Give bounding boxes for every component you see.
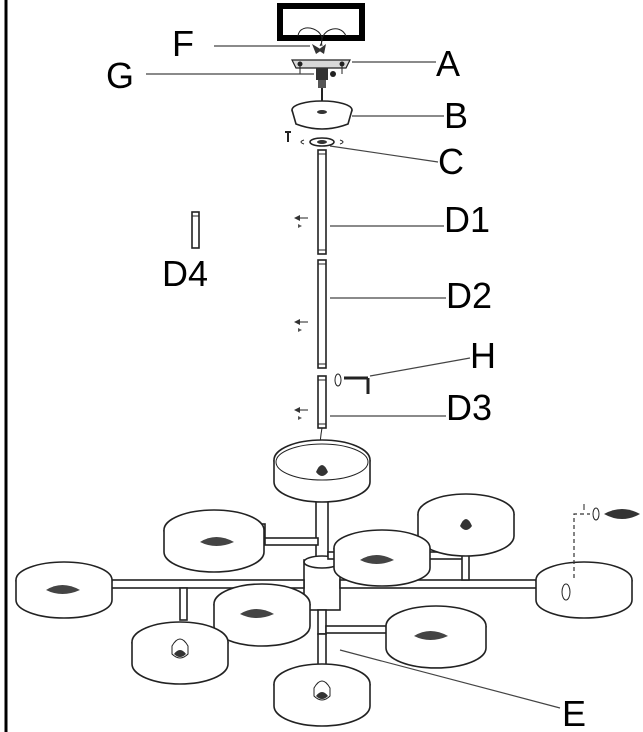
shade-bottom <box>273 663 371 727</box>
label-a: A <box>436 43 460 84</box>
shade-top <box>273 439 371 503</box>
screw-icon <box>294 319 308 332</box>
shade-mid-right <box>333 529 431 587</box>
label-d3: D3 <box>446 387 492 428</box>
screw-icon <box>294 215 308 228</box>
leader-lines <box>146 45 561 709</box>
shade-center-left <box>213 583 311 647</box>
label-d1: D1 <box>444 199 490 240</box>
shade-lower-right <box>385 605 487 669</box>
short-rod-part-d4 <box>191 211 200 249</box>
shade-far-right <box>535 561 633 619</box>
mounting-bracket-part-a <box>291 59 351 74</box>
rod-part-d1 <box>317 149 327 255</box>
bulb-detail <box>573 504 640 578</box>
shade-far-left <box>15 561 113 619</box>
label-d4: D4 <box>162 253 208 294</box>
canopy-part-b <box>291 100 353 130</box>
wire-connector-part-f <box>312 44 326 54</box>
label-b: B <box>444 95 468 136</box>
label-e: E <box>562 693 586 732</box>
label-h: H <box>470 335 496 376</box>
ceiling-box <box>277 3 365 47</box>
label-d2: D2 <box>446 275 492 316</box>
screw-icon <box>294 407 308 420</box>
label-f: F <box>172 23 194 64</box>
rod-part-d2 <box>317 259 327 369</box>
shade-lower-left <box>131 621 229 685</box>
canopy-ring-part-c <box>285 131 344 147</box>
label-c: C <box>438 141 464 182</box>
label-g: G <box>106 55 134 96</box>
shade-upper-right <box>417 493 515 557</box>
hex-key-part-h <box>334 373 370 394</box>
rod-part-d3 <box>317 375 327 429</box>
shade-upper-left <box>163 509 265 573</box>
